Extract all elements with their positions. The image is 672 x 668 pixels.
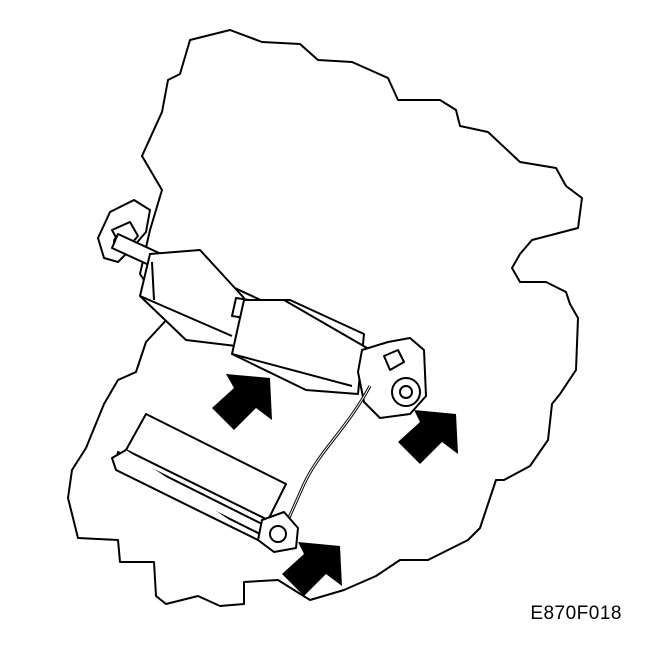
figure-code: E870F018 (530, 603, 622, 624)
connecting-cable-inner (287, 385, 371, 521)
lower-roller-assembly (111, 413, 299, 553)
arrow-motor-icon (398, 410, 458, 464)
arrow-upper-blower-icon (212, 374, 272, 430)
upper-blower-assembly (97, 199, 427, 419)
arrow-roller-fitting-icon (282, 542, 342, 596)
indicator-arrows (212, 374, 458, 596)
